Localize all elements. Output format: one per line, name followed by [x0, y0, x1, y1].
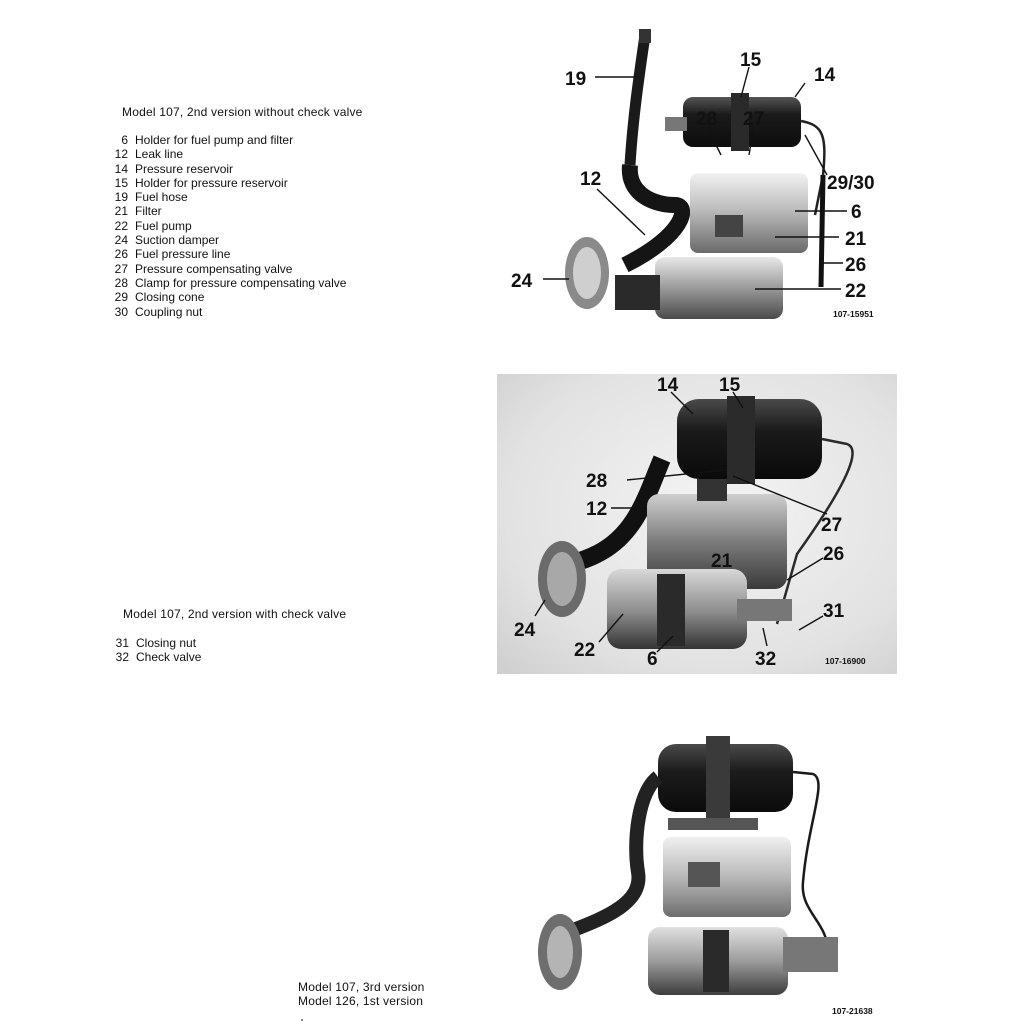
- legend-number: 30: [114, 304, 128, 319]
- legend-number: 15: [114, 175, 128, 190]
- legend-number: 29: [114, 290, 128, 305]
- speck: [301, 1019, 303, 1021]
- callout-19: 19: [565, 69, 586, 90]
- legend-row: 28 Clamp for pressure compensating valve: [106, 275, 347, 290]
- legend-row: 26 Fuel pressure line: [106, 247, 346, 261]
- legend-text: Pressure reservoir: [135, 161, 234, 176]
- callout-28: 28: [586, 471, 607, 492]
- section3-caption-line-1: Model 107, 3rd version: [298, 980, 425, 994]
- legend-text: Fuel pressure line: [135, 247, 231, 262]
- callout-21: 21: [711, 551, 733, 572]
- callout-14: 14: [657, 375, 679, 396]
- legend-row: 19 Fuel hose: [106, 190, 346, 204]
- callout-24: 24: [514, 620, 536, 641]
- figure-3-photo: 107-21638: [528, 732, 888, 1020]
- legend-text: Coupling nut: [135, 304, 203, 319]
- legend-number: 31: [115, 636, 129, 650]
- legend-number: 32: [115, 650, 129, 665]
- legend-number: 19: [114, 190, 128, 205]
- legend-row: 30 Coupling nut: [106, 305, 346, 319]
- legend-text: Suction damper: [135, 233, 220, 248]
- legend-row: 15 Holder for pressure reservoir: [106, 176, 346, 190]
- figure-1-illustration: 19 15 14 28 27 12 29/30 6 21 26 24 22 10…: [511, 29, 875, 319]
- callout-31: 31: [823, 601, 845, 622]
- legend-row: 24 Suction damper: [106, 233, 346, 247]
- legend-number: 6: [121, 133, 128, 147]
- callout-6: 6: [851, 202, 862, 223]
- callout-21: 21: [845, 229, 867, 250]
- callout-14: 14: [814, 65, 836, 86]
- callout-22: 22: [845, 281, 866, 302]
- callout-29-30: 29/30: [827, 173, 875, 194]
- callout-12: 12: [586, 499, 607, 520]
- legend-text: Holder for pressure reservoir: [135, 175, 288, 190]
- section2-caption: Model 107, 2nd version with check valve: [123, 607, 347, 621]
- legend-number: 24: [114, 233, 128, 248]
- figure-2-illustration: 14 15 28 12 27 21 26 31 24 22 6 32 107-1…: [497, 374, 897, 674]
- legend-number: 12: [114, 147, 128, 162]
- legend-text: Filter: [135, 204, 162, 219]
- figure-3-illustration: 107-21638: [538, 736, 873, 1016]
- legend-row: 31 Closing nut: [107, 636, 201, 650]
- legend-text: Closing nut: [136, 636, 197, 650]
- legend-number: 22: [114, 218, 128, 233]
- legend-text: Leak line: [135, 147, 184, 162]
- callout-28: 28: [696, 109, 717, 130]
- legend-number: 27: [114, 261, 128, 276]
- section3-caption: Model 107, 3rd version Model 126, 1st ve…: [298, 980, 424, 1008]
- legend-text: Check valve: [136, 650, 202, 665]
- legend-row: 12 Leak line: [106, 147, 346, 161]
- callout-15: 15: [719, 375, 741, 396]
- figure-1-ref: 107-15951: [833, 309, 874, 319]
- legend-text: Fuel pump: [135, 218, 192, 233]
- callout-32: 32: [755, 649, 776, 670]
- figure-1-photo: 19 15 14 28 27 12 29/30 6 21 26 24 22 10…: [505, 25, 905, 330]
- legend-text: Closing cone: [135, 290, 205, 305]
- callout-12: 12: [580, 169, 601, 190]
- legend-row: 32 Check valve: [107, 650, 202, 665]
- figure-2-ref: 107-16900: [825, 656, 866, 666]
- figure-3-ref: 107-21638: [832, 1006, 873, 1016]
- legend-row: 21 Filter: [106, 204, 346, 218]
- section1-legend: 6 Holder for fuel pump and filter 12 Leak l…: [106, 133, 347, 319]
- callout-15: 15: [740, 50, 762, 71]
- legend-text: Clamp for pressure compensating valve: [135, 275, 347, 290]
- legend-number: 21: [114, 204, 128, 219]
- callout-22: 22: [574, 640, 595, 661]
- callout-27: 27: [821, 515, 842, 536]
- legend-row: 29 Closing cone: [106, 290, 346, 304]
- callout-6: 6: [647, 649, 658, 670]
- section2-legend: 31 Closing nut 32 Check valve: [107, 636, 202, 665]
- section3-caption-line-2: Model 126, 1st version: [298, 994, 424, 1008]
- legend-text: Pressure compensating valve: [135, 261, 293, 276]
- callout-26: 26: [823, 544, 844, 565]
- legend-number: 28: [114, 275, 128, 290]
- figure-2-photo: 14 15 28 12 27 21 26 31 24 22 6 32 107-1…: [497, 374, 897, 674]
- legend-text: Fuel hose: [135, 190, 188, 205]
- legend-row: 14 Pressure reservoir: [106, 162, 346, 176]
- section1-caption: Model 107, 2nd version without check val…: [122, 105, 363, 119]
- legend-number: 14: [114, 161, 128, 176]
- callout-26: 26: [845, 255, 866, 276]
- legend-row: 6 Holder for fuel pump and filter: [106, 133, 346, 147]
- legend-text: Holder for fuel pump and filter: [135, 133, 294, 147]
- legend-number: 26: [114, 247, 128, 262]
- legend-row: 22 Fuel pump: [106, 219, 346, 233]
- callout-27: 27: [743, 109, 764, 130]
- legend-row: 27 Pressure compensating valve: [106, 262, 346, 276]
- callout-24: 24: [511, 271, 533, 292]
